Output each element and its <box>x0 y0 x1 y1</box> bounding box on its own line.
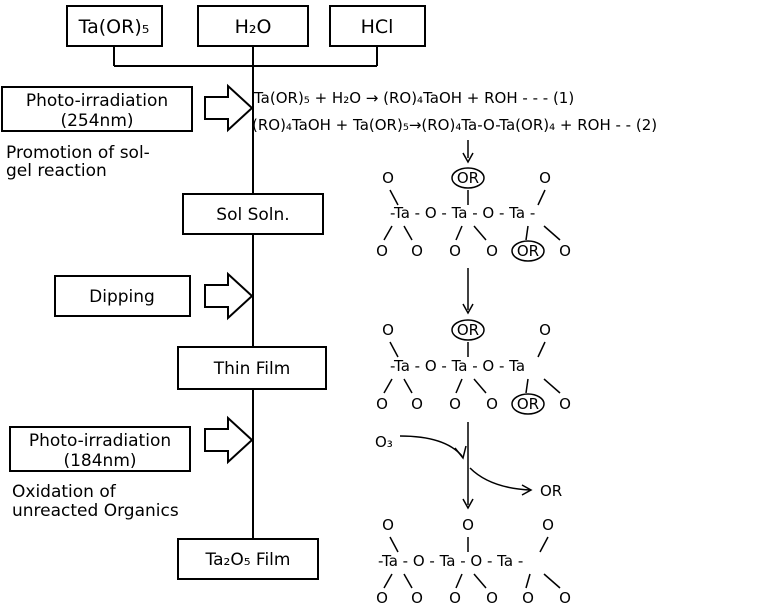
arrow-right-icon <box>204 83 254 133</box>
or-leaving-curve <box>469 467 531 491</box>
curve-arrowhead-icon <box>454 445 467 460</box>
equation-1: Ta(OR)₅ + H₂O → (RO)₄TaOH + ROH - - - (1… <box>253 89 574 107</box>
photo2-line2: (184nm) <box>63 451 136 471</box>
structure-thin-film: O OR O -Ta - O - Ta - O - Ta O O O O OR … <box>376 319 571 415</box>
svg-text:O: O <box>411 395 423 413</box>
ta-row2: -Ta - O - Ta - O - Ta <box>390 357 525 375</box>
ozone-oxidation: O₃ OR <box>375 422 562 510</box>
reagent-hcl-label: HCl <box>361 16 394 38</box>
dipping-box <box>54 275 191 317</box>
ozone-curve <box>399 435 463 457</box>
svg-text:O: O <box>559 242 571 260</box>
arrow-down-icon <box>462 152 474 164</box>
leaving-or: OR <box>540 482 562 500</box>
atom-o: O <box>382 169 394 187</box>
arrow-down-icon <box>462 498 474 510</box>
equation-2: (RO)₄TaOH + Ta(OR)₅→(RO)₄Ta-O-Ta(OR)₄ + … <box>252 116 657 134</box>
atom-or: OR <box>457 169 479 187</box>
svg-text:O: O <box>486 589 498 605</box>
or-circle <box>451 167 485 189</box>
note1-line2: gel reaction <box>6 161 107 181</box>
sol-solution-label: Sol Soln. <box>216 205 289 225</box>
svg-text:O: O <box>542 516 554 534</box>
svg-text:OR: OR <box>517 242 539 260</box>
svg-text:O: O <box>411 242 423 260</box>
note2-line1: Oxidation of <box>12 482 117 502</box>
svg-text:O: O <box>522 589 534 605</box>
reagent-ta-label: Ta(OR)₅ <box>78 16 150 38</box>
svg-text:O: O <box>376 242 388 260</box>
svg-text:O: O <box>462 516 474 534</box>
photo-irradiation-184-box <box>9 426 191 472</box>
structure-sol: O OR O -Ta - O - Ta - O - Ta - O O O O O… <box>376 167 571 262</box>
thin-film-box <box>177 346 327 390</box>
curve-arrowhead-icon <box>521 484 533 496</box>
photo2-line1: Photo-irradiation <box>29 431 171 451</box>
svg-text:O: O <box>382 516 394 534</box>
arrow-down-icon <box>462 303 474 315</box>
reagent-water-label: H₂O <box>235 16 272 38</box>
svg-text:O: O <box>539 321 551 339</box>
structure-ta2o5: O O O -Ta - O - Ta - O - Ta - O O O O O … <box>376 516 571 605</box>
arrow-right-icon <box>204 271 254 321</box>
ta-row1: -Ta - O - Ta - O - Ta - <box>390 204 535 222</box>
svg-text:OR: OR <box>457 321 479 339</box>
ta2o5-film-label: Ta₂O₅ Film <box>205 550 291 570</box>
svg-text:O: O <box>376 395 388 413</box>
ozone-label: O₃ <box>375 433 393 451</box>
dipping-label: Dipping <box>89 287 155 307</box>
svg-text:O: O <box>449 242 461 260</box>
photo1-line1: Photo-irradiation <box>26 91 168 111</box>
arrow-right-icon <box>204 415 254 465</box>
ta-row3: -Ta - O - Ta - O - Ta - <box>378 552 523 570</box>
svg-text:O: O <box>411 589 423 605</box>
photo1-line2: (254nm) <box>60 111 133 131</box>
svg-text:O: O <box>382 321 394 339</box>
ta2o5-film-box <box>177 538 319 580</box>
note2-line2: unreacted Organics <box>12 501 179 521</box>
sol-solution-box <box>182 193 324 235</box>
svg-text:O: O <box>559 589 571 605</box>
reagent-connectors <box>113 46 378 67</box>
svg-text:O: O <box>559 395 571 413</box>
svg-text:O: O <box>449 589 461 605</box>
reagent-box-ta <box>66 5 163 47</box>
thin-film-label: Thin Film <box>213 359 291 379</box>
atom-o: O <box>539 169 551 187</box>
svg-text:O: O <box>486 395 498 413</box>
svg-text:O: O <box>486 242 498 260</box>
svg-text:OR: OR <box>517 395 539 413</box>
note1-line1: Promotion of sol- <box>6 143 150 163</box>
svg-text:O: O <box>376 589 388 605</box>
reagent-boxes: Ta(OR)₅ H₂O HCl <box>66 5 426 47</box>
svg-text:O: O <box>449 395 461 413</box>
photo-irradiation-254-box <box>1 86 193 132</box>
